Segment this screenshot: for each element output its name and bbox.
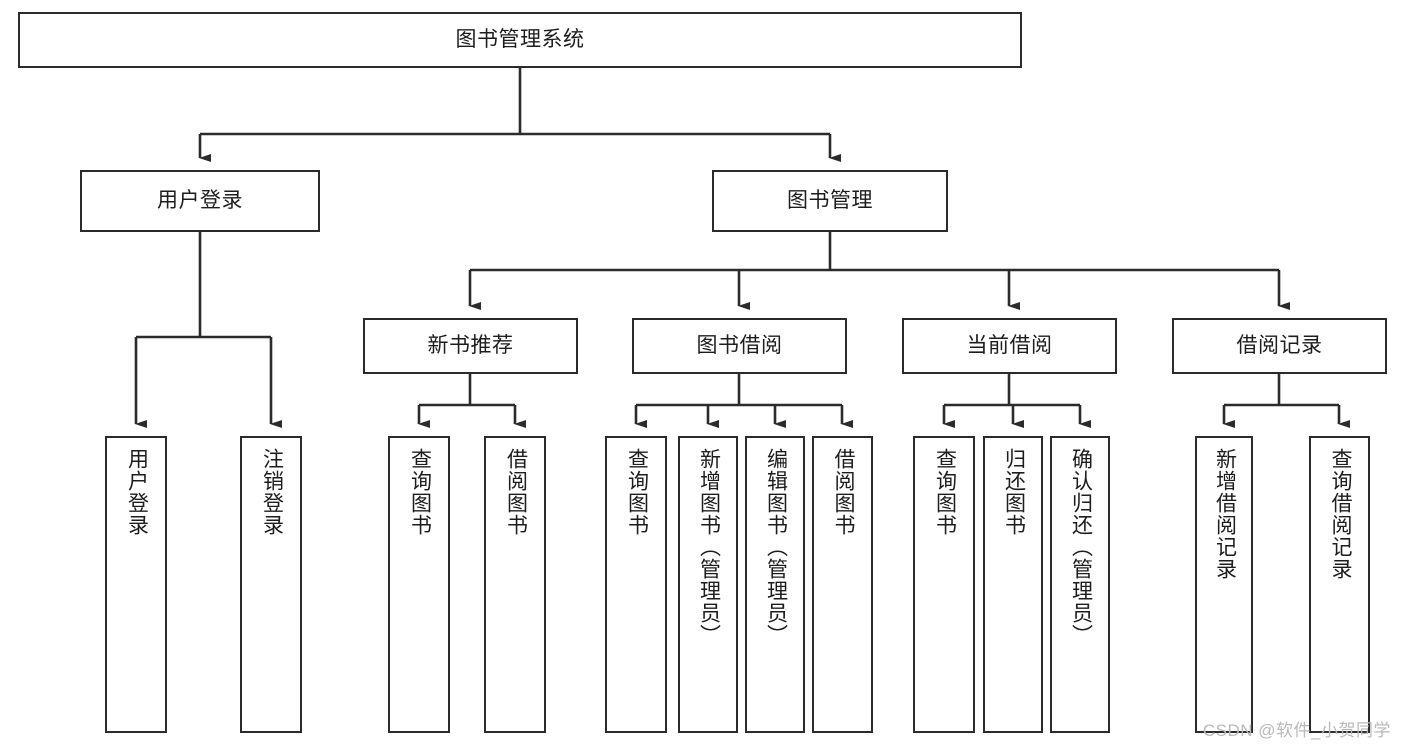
- leaf-node[interactable]: 查询图书: [605, 436, 667, 733]
- leaf-node-label: 借阅图书: [831, 448, 855, 536]
- leaf-node[interactable]: 新增借阅记录: [1195, 436, 1253, 733]
- leaf-node-label: 借阅图书: [504, 448, 528, 536]
- leaf-node[interactable]: 归还图书: [983, 436, 1043, 733]
- node-current-borrow-label: 当前借阅: [966, 333, 1053, 357]
- leaf-node[interactable]: 借阅图书: [812, 436, 873, 733]
- leaf-node[interactable]: 用户登录: [105, 436, 167, 733]
- node-borrow-record-label: 借阅记录: [1236, 333, 1323, 357]
- leaf-node-label: 归还图书: [1002, 448, 1026, 536]
- node-user-login[interactable]: 用户登录: [80, 170, 320, 232]
- leaf-node[interactable]: 借阅图书: [484, 436, 546, 733]
- leaf-node[interactable]: 查询借阅记录: [1309, 436, 1370, 733]
- leaf-node-label: 新增图书（管理员）: [697, 448, 721, 646]
- node-new-book-recommend[interactable]: 新书推荐: [363, 318, 578, 374]
- leaf-node[interactable]: 查询图书: [388, 436, 450, 733]
- leaf-node-label: 编辑图书（管理员）: [764, 448, 788, 646]
- leaf-node-label: 注销登录: [260, 448, 284, 536]
- leaf-node-label: 新增借阅记录: [1213, 448, 1237, 580]
- node-book-management[interactable]: 图书管理: [712, 170, 948, 232]
- leaf-node-label: 用户登录: [125, 448, 149, 536]
- leaf-node-label: 查询图书: [625, 448, 649, 536]
- node-book-borrow-label: 图书借阅: [696, 333, 783, 357]
- leaf-node[interactable]: 编辑图书（管理员）: [745, 436, 805, 733]
- node-book-borrow[interactable]: 图书借阅: [632, 318, 847, 374]
- node-root[interactable]: 图书管理系统: [18, 12, 1022, 68]
- leaf-node-label: 查询借阅记录: [1328, 448, 1352, 580]
- leaf-node[interactable]: 注销登录: [240, 436, 302, 733]
- leaf-node-label: 查询图书: [933, 448, 957, 536]
- leaf-node-label: 查询图书: [408, 448, 432, 536]
- leaf-node[interactable]: 新增图书（管理员）: [678, 436, 738, 733]
- leaf-node[interactable]: 查询图书: [913, 436, 975, 733]
- node-current-borrow[interactable]: 当前借阅: [902, 318, 1117, 374]
- node-book-management-label: 图书管理: [787, 188, 873, 212]
- node-user-login-label: 用户登录: [157, 188, 243, 212]
- leaf-node-label: 确认归还（管理员）: [1069, 448, 1093, 646]
- leaf-node[interactable]: 确认归还（管理员）: [1050, 436, 1110, 733]
- node-new-book-recommend-label: 新书推荐: [427, 333, 514, 357]
- node-root-label: 图书管理系统: [455, 27, 585, 51]
- node-borrow-record[interactable]: 借阅记录: [1172, 318, 1387, 374]
